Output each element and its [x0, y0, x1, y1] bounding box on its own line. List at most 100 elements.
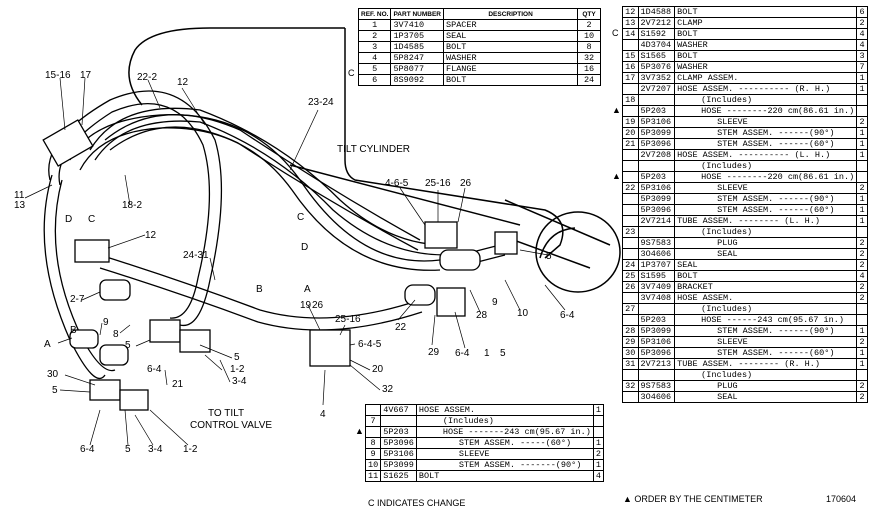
- row-ref: [622, 237, 639, 249]
- row-qty: 4: [856, 270, 868, 282]
- callout-26-top: 26: [460, 178, 472, 189]
- callout-15-16: 15-16: [45, 70, 71, 81]
- row-qty: 2: [856, 182, 868, 194]
- row-part-number: 5P3106: [380, 448, 417, 460]
- row-description: STEM ASSEM. ------(90°): [674, 193, 858, 205]
- row-part-number: 5P203: [637, 105, 676, 117]
- row-qty: 1: [592, 437, 605, 449]
- row-ref: 14: [622, 28, 639, 40]
- row-ref: 25: [622, 270, 639, 282]
- row-part-number: 3V7409: [637, 281, 676, 293]
- row-qty: 4: [856, 28, 868, 40]
- row-part-number: 5P3099: [637, 127, 676, 139]
- callout-A-mid: A: [304, 284, 311, 295]
- row-qty: [856, 160, 868, 172]
- row-part-number: 5P203: [637, 171, 676, 183]
- row-qty: [856, 94, 868, 106]
- callout-21: 21: [172, 379, 184, 390]
- row-qty: [856, 369, 868, 381]
- row-ref: [364, 426, 382, 438]
- callout-2-7: 2-7: [70, 294, 85, 305]
- callout-23-24: 23-24: [308, 97, 334, 108]
- row-qty: 1: [856, 83, 868, 95]
- callout-D-mid: D: [301, 242, 308, 253]
- callout-25-16-mid: 25-16: [335, 314, 361, 325]
- table-row: 27 (Includes): [622, 303, 868, 315]
- row-ref: 8: [364, 437, 382, 449]
- row-qty: 1: [856, 127, 868, 139]
- row-part-number: 1P3707: [637, 259, 676, 271]
- callout-12-mid: 12: [145, 230, 157, 241]
- callout-30: 30: [47, 369, 59, 380]
- row-part-number: 1D4585: [390, 41, 444, 53]
- row-description: HOSE --------220 cm(86.61 in.): [674, 105, 858, 117]
- callout-B-mid: B: [256, 284, 263, 295]
- row-description: TUBE ASSEM. -------- (R. H.): [674, 358, 858, 370]
- callout-1-2-a: 1-2: [183, 444, 198, 455]
- order-note: ▲ ORDER BY THE CENTIMETER: [623, 494, 763, 504]
- row-description: HOSE ASSEM. ---------- (R. H.): [674, 83, 858, 95]
- row-description: HOSE --------220 cm(86.61 in.): [674, 171, 858, 183]
- row-part-number: [637, 303, 676, 315]
- row-part-number: 3V7410: [390, 19, 444, 31]
- row-description: BOLT: [442, 41, 579, 53]
- callout-6-4-a: 6-4: [147, 364, 162, 375]
- header-part-number: PART NUMBER: [390, 8, 444, 20]
- row-part-number: 5P3076: [637, 61, 676, 73]
- row-qty: 1: [592, 404, 605, 416]
- row-part-number: 4V667: [380, 404, 417, 416]
- row-qty: [856, 314, 868, 326]
- row-part-number: 5P3099: [637, 325, 676, 337]
- row-description: SEAL: [674, 248, 858, 260]
- row-description: (Includes): [674, 303, 858, 315]
- callout-17: 17: [80, 70, 92, 81]
- table-row: 23(Includes): [622, 226, 868, 238]
- row-description: BOLT: [674, 6, 858, 18]
- row-ref: [622, 391, 639, 403]
- row-qty: 1: [856, 347, 868, 359]
- callout-3-4-a: 3-4: [148, 444, 163, 455]
- callout-5-d: 5: [234, 352, 240, 363]
- row-part-number: 9S7583: [637, 237, 676, 249]
- callout-26-mid: 26: [312, 300, 324, 311]
- row-description: HOSE ASSEM.: [415, 404, 594, 416]
- table-row: (Includes): [622, 369, 868, 381]
- callout-4: 4: [320, 409, 326, 420]
- callout-5-e: 5: [500, 348, 506, 359]
- row-part-number: S1592: [637, 28, 676, 40]
- row-part-number: S1625: [380, 470, 417, 482]
- row-qty: 10: [577, 30, 601, 42]
- row-description: CLAMP: [674, 17, 858, 29]
- row-qty: 2: [856, 259, 868, 271]
- row-description: SEAL: [674, 391, 858, 403]
- row-qty: 1: [856, 358, 868, 370]
- row-ref: 10: [364, 459, 382, 471]
- callout-6-4-d: 6-4: [560, 310, 575, 321]
- callout-6-4-b: 6-4: [80, 444, 95, 455]
- row-ref: 27: [622, 303, 639, 315]
- row-description: SLEEVE: [674, 182, 858, 194]
- row-qty: 4: [592, 470, 605, 482]
- row-ref: 12: [622, 6, 639, 18]
- row-ref: 7: [364, 415, 382, 427]
- row-qty: 2: [856, 391, 868, 403]
- row-part-number: 3V7352: [637, 72, 676, 84]
- row-description: BOLT: [674, 270, 858, 282]
- callout-13: 13: [14, 200, 26, 211]
- row-part-number: 5P3096: [637, 204, 676, 216]
- row-qty: 4: [856, 39, 868, 51]
- row-ref: [622, 292, 639, 304]
